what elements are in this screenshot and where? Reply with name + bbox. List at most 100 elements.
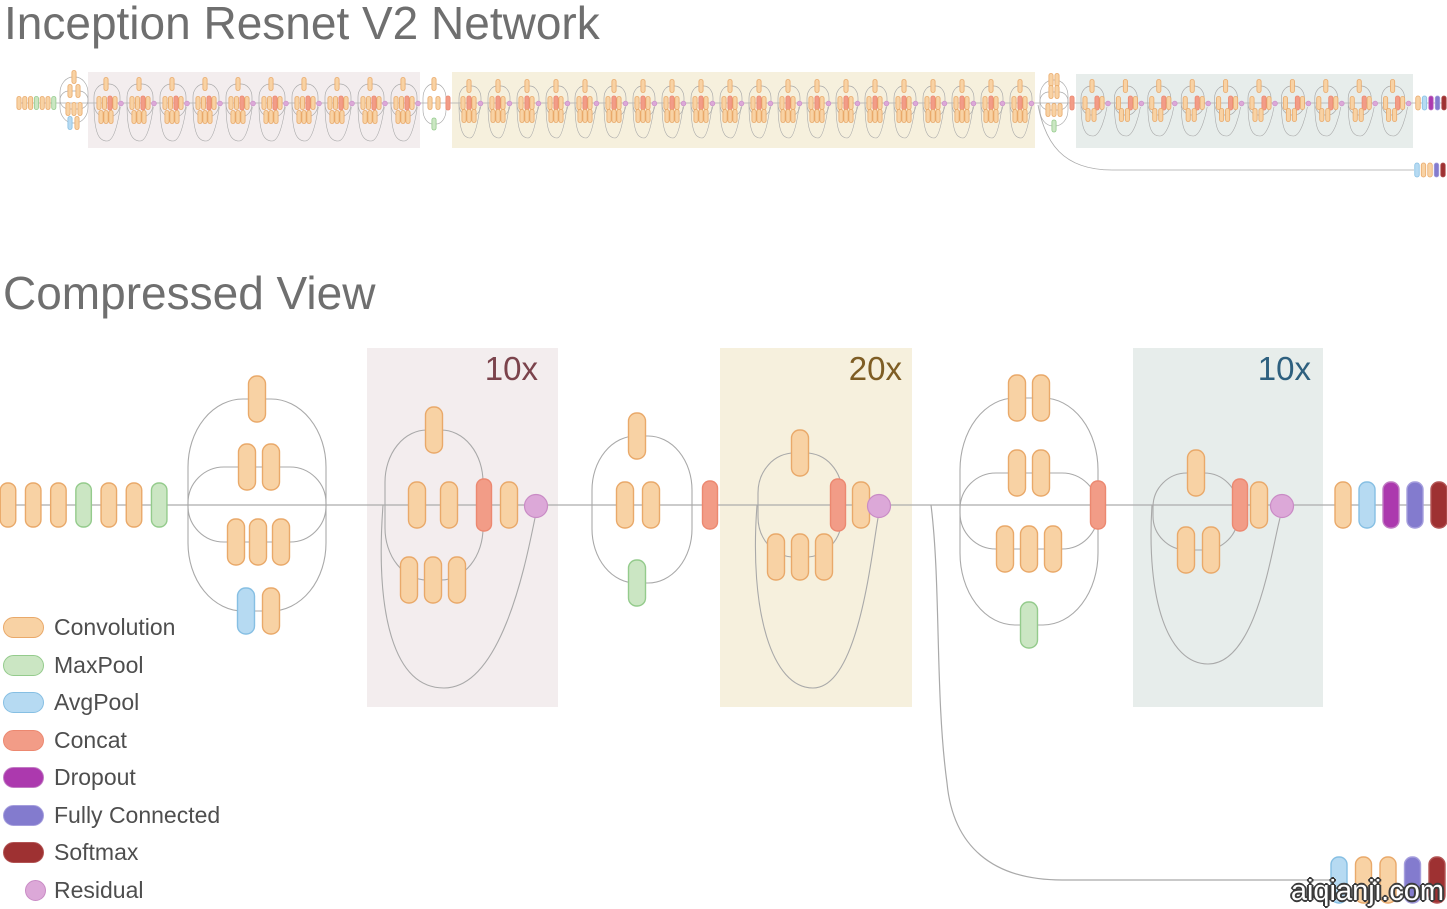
page-title: Inception Resnet V2 Network [4, 0, 600, 49]
residual-dot [999, 100, 1006, 107]
convolution-bar [877, 109, 883, 123]
convolution-bar [587, 109, 593, 123]
convolution-bar [954, 109, 960, 123]
softmax-bar [1441, 95, 1447, 111]
convolution-bar [814, 79, 820, 93]
convolution-bar [1054, 85, 1060, 99]
residual-dot [217, 100, 223, 107]
skip-connection-line [1247, 103, 1275, 137]
convolution-bar [145, 96, 151, 110]
convolution-bar [365, 96, 371, 110]
skip-connection-line [632, 103, 655, 139]
convolution-bar [616, 109, 622, 123]
convolution-bar [1258, 108, 1264, 122]
convolution-bar [268, 77, 274, 91]
residual-dot [316, 100, 322, 107]
convolution-bar [296, 110, 302, 124]
convolution-bar [1201, 526, 1221, 574]
convolution-bar [248, 518, 268, 566]
avgpool-bar [67, 116, 73, 130]
concat-swatch [3, 729, 44, 751]
convolution-bar [197, 110, 203, 124]
skip-connection-line [893, 103, 916, 139]
convolution-bar [471, 96, 477, 110]
concat-bar [445, 95, 451, 111]
fully-connected-bar [1433, 162, 1440, 178]
residual-dot [506, 100, 513, 107]
legend-label: Concat [54, 726, 127, 753]
overview-reduction-b [1039, 73, 1075, 133]
overview-inception-b [1009, 79, 1035, 139]
convolution-bar [930, 109, 936, 123]
convolution-bar [605, 96, 611, 110]
convolution-bar [1048, 73, 1054, 87]
convolution-bar [393, 96, 399, 110]
legend-label: AvgPool [54, 689, 140, 715]
convolution-bar [240, 110, 246, 124]
convolution-bar [466, 109, 472, 123]
convolution-bar [848, 109, 854, 123]
convolution-bar [103, 77, 109, 91]
convolution-bar [1400, 96, 1406, 110]
convolution-bar [49, 482, 67, 528]
concat-bar [553, 95, 559, 111]
convolution-bar [360, 96, 366, 110]
residual-dot [970, 100, 977, 107]
convolution-bar [108, 110, 114, 124]
convolution-bar [301, 77, 307, 91]
convolution-bar [1325, 108, 1331, 122]
convolution-bar [131, 110, 137, 124]
convolution-bar [466, 79, 472, 93]
convolution-bar [1007, 374, 1027, 422]
aux-output-sequence [1330, 856, 1446, 904]
convolution-bar [664, 109, 670, 123]
skip-connection-line [980, 103, 1003, 139]
overview-inception-b [632, 79, 658, 139]
convolution-bar [277, 96, 283, 110]
convolution-bar [96, 96, 102, 110]
convolution-bar [500, 109, 506, 123]
concat-bar [829, 478, 847, 532]
convolution-bar [334, 77, 340, 91]
convolution-bar [524, 109, 530, 123]
convolution-bar [983, 109, 989, 123]
skip-connection-line [291, 103, 319, 142]
residual-dot [941, 100, 948, 107]
inception-resnet-a-block [380, 406, 549, 689]
convolution-bar [785, 79, 791, 93]
convolution-bar [102, 96, 108, 110]
convolution-bar [24, 482, 42, 528]
overview-inception-b [458, 79, 484, 139]
concat-bar [1395, 95, 1401, 111]
concat-bar [1261, 95, 1267, 111]
convolution-bar [435, 96, 441, 110]
convolution-bar [447, 556, 467, 604]
skip-connection-line [930, 504, 1331, 881]
overview-box-b [452, 72, 1035, 148]
concat-bar [611, 95, 617, 111]
overview-inception-b [719, 79, 745, 139]
convolution-bar [669, 79, 675, 93]
softmax-swatch [3, 842, 44, 863]
concat-bar [173, 95, 179, 111]
concat-bar [901, 95, 907, 111]
residual-dot [1269, 493, 1295, 519]
skip-connection-line [1281, 103, 1308, 137]
convolution-bar [925, 109, 931, 123]
convolution-bar [756, 79, 762, 93]
overview-inception-b [516, 79, 542, 139]
residual-dot [564, 100, 571, 107]
convolution-bar [524, 79, 530, 93]
convolution-bar [663, 96, 669, 110]
convolution-bar [1316, 96, 1322, 110]
convolution-bar [1048, 85, 1054, 99]
overview-inception-c [1214, 79, 1245, 137]
overview-inception-c [1080, 79, 1111, 137]
concat-bar [814, 95, 820, 111]
convolution-bar [1091, 108, 1097, 122]
convolution-bar [558, 109, 564, 123]
convolution-bar [988, 109, 994, 123]
skip-connection-line [922, 103, 945, 139]
convolution-bar [756, 109, 762, 123]
